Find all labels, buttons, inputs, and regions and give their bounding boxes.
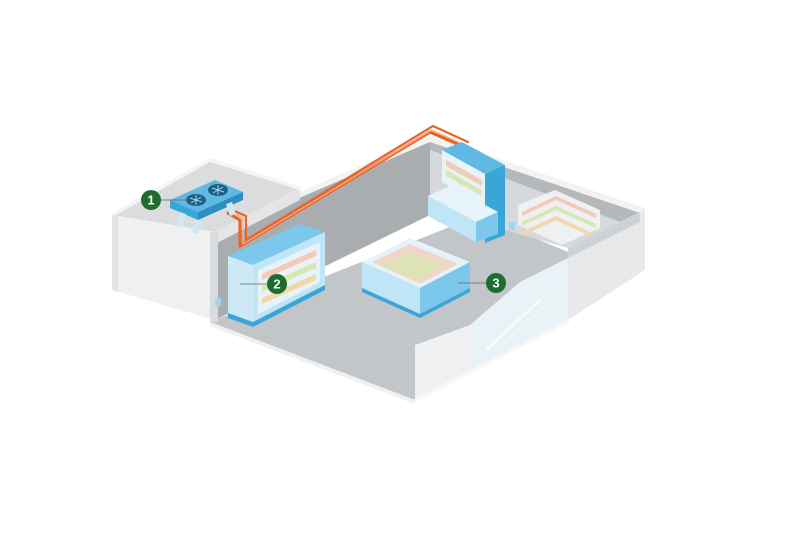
freezer-contents bbox=[380, 252, 446, 280]
shelving-products bbox=[522, 206, 596, 228]
back-cabinet-top bbox=[442, 142, 505, 174]
wall-corner bbox=[210, 232, 218, 322]
glass-reflection bbox=[499, 297, 555, 349]
back-cabinet-products bbox=[446, 170, 482, 196]
back-cabinet-chest-side bbox=[476, 212, 498, 242]
callout-number-3: 3 bbox=[492, 276, 499, 291]
roof-front-face bbox=[112, 215, 215, 320]
back-cabinet-chest-front bbox=[428, 196, 476, 242]
callout-number-1: 1 bbox=[147, 193, 154, 208]
cabinet-front bbox=[228, 256, 253, 322]
condenser-leg bbox=[226, 202, 236, 216]
back-cabinet-chest-top bbox=[428, 186, 498, 222]
freezer-side bbox=[420, 262, 470, 314]
condenser-side bbox=[198, 192, 243, 220]
back-cabinet-products bbox=[446, 160, 482, 186]
wall-display-cabinet bbox=[215, 224, 325, 327]
freezer-base bbox=[362, 288, 470, 318]
shelving-products bbox=[522, 196, 596, 218]
store-floor bbox=[210, 215, 575, 400]
front-left-wall bbox=[210, 322, 415, 404]
callout-number-2: 2 bbox=[273, 277, 280, 292]
roof-edge bbox=[112, 158, 302, 216]
fan-blade-icon bbox=[189, 195, 203, 205]
callout-marker-2 bbox=[267, 274, 287, 294]
shelf-products bbox=[262, 250, 316, 280]
callouts: 1 2 3 bbox=[141, 190, 506, 294]
cabinet-top bbox=[228, 224, 325, 265]
condenser-front bbox=[170, 200, 198, 220]
fan-blade-icon bbox=[211, 185, 225, 195]
roof-front-face-shade bbox=[112, 215, 118, 292]
right-outer-wall bbox=[568, 208, 645, 320]
condenser-leg bbox=[192, 220, 202, 234]
condenser-unit bbox=[170, 180, 243, 234]
freezer-front bbox=[362, 262, 420, 314]
shelving-products bbox=[522, 216, 590, 236]
pipe-highlight bbox=[229, 129, 466, 245]
valve-icon bbox=[509, 222, 515, 230]
glass-reflection bbox=[485, 299, 541, 351]
glass-storefront bbox=[470, 258, 568, 370]
roof-side-face bbox=[215, 188, 300, 244]
callout-marker-1 bbox=[141, 190, 161, 210]
wall-shelving bbox=[518, 190, 600, 245]
back-display-cabinet bbox=[428, 142, 515, 243]
front-right-wall-top bbox=[412, 318, 570, 404]
shelf-products bbox=[262, 274, 316, 304]
right-wall-inner bbox=[568, 212, 640, 258]
chest-display-freezer bbox=[362, 238, 470, 318]
pipe-return bbox=[230, 124, 470, 242]
condenser-leg bbox=[176, 212, 186, 228]
valve-icon bbox=[215, 298, 221, 306]
callout-marker-3 bbox=[486, 273, 506, 293]
